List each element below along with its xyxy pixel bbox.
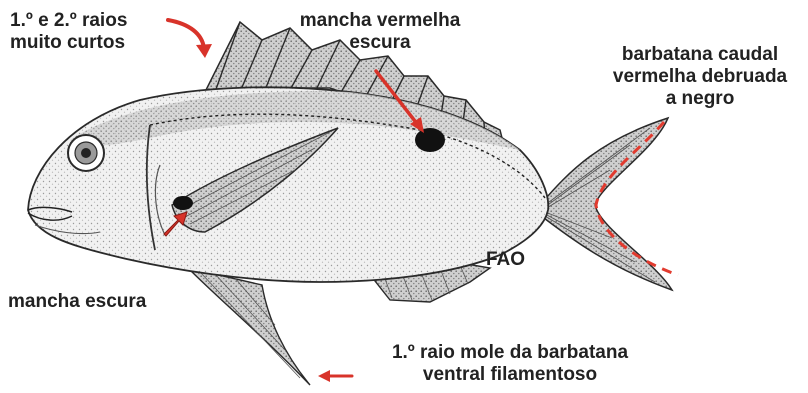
label-short-rays-line2: muito curtos	[10, 32, 127, 54]
label-caudal-fin-line1: barbatana caudal	[600, 44, 800, 66]
arrow-short-rays-head	[196, 44, 212, 58]
label-dark-spot: mancha escura	[8, 291, 146, 313]
dark-spot	[173, 196, 193, 210]
label-red-spot-line2: escura	[270, 32, 490, 54]
red-spot	[415, 128, 445, 152]
label-caudal-fin: barbatana caudal vermelha debruada a neg…	[600, 44, 800, 110]
label-fao: FAO	[486, 249, 525, 271]
fish-eye	[68, 135, 104, 171]
label-ventral-ray-line1: 1.º raio mole da barbatana	[355, 342, 665, 364]
label-ventral-ray-line2: ventral filamentoso	[355, 364, 665, 386]
arrow-short-rays	[168, 20, 204, 48]
arrow-ventral-ray-head	[318, 370, 330, 382]
ventral-fin	[188, 268, 310, 385]
label-red-spot-line1: mancha vermelha	[270, 10, 490, 32]
label-caudal-fin-line3: a negro	[600, 88, 800, 110]
label-red-spot: mancha vermelha escura	[270, 10, 490, 54]
label-short-rays: 1.º e 2.º raios muito curtos	[10, 10, 127, 54]
label-short-rays-line1: 1.º e 2.º raios	[10, 10, 127, 32]
label-ventral-ray: 1.º raio mole da barbatana ventral filam…	[355, 342, 665, 386]
label-caudal-fin-line2: vermelha debruada	[600, 66, 800, 88]
